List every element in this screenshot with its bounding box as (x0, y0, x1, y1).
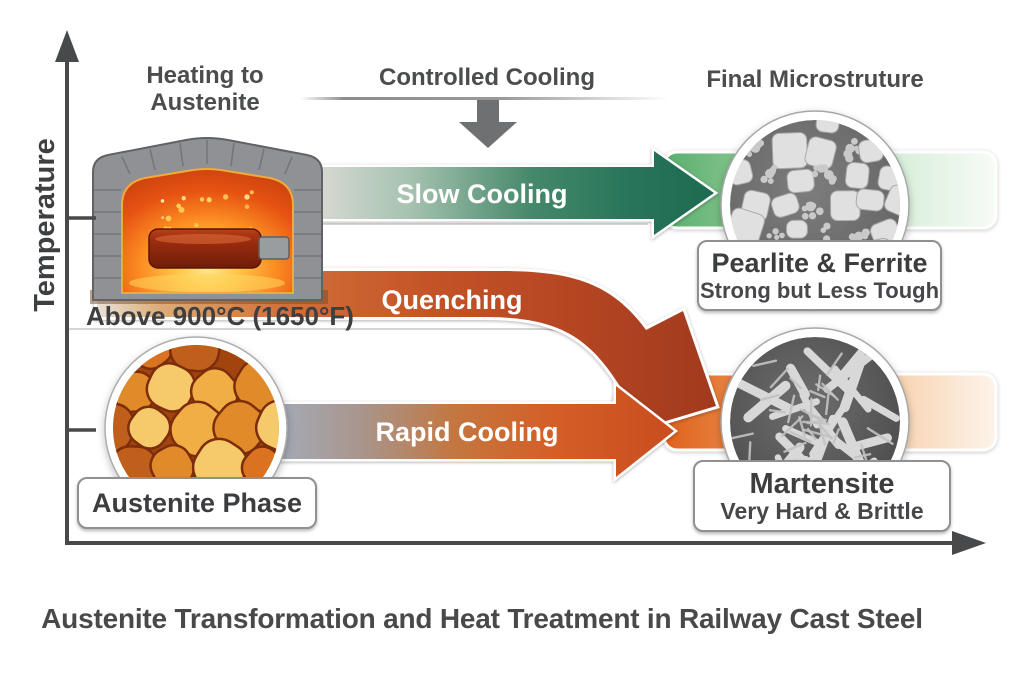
diagram-title: Austenite Transformation and Heat Treatm… (41, 603, 923, 634)
quenching-label: Quenching (382, 285, 523, 315)
furnace-caption: Above 900°C (1650°F) (86, 301, 354, 331)
pearlite-property: Strong but Less Tough (699, 278, 940, 303)
furnace-illustration (90, 137, 328, 304)
controlled-cooling-underline (300, 97, 670, 100)
martensite-label-box: Martensite Very Hard & Brittle (693, 460, 951, 532)
martensite-name: Martensite (749, 467, 895, 500)
billet-pipe (258, 236, 290, 260)
rapid-cooling-label: Rapid Cooling (376, 417, 559, 447)
hearth-glow (129, 274, 285, 292)
slow-cooling-label: Slow Cooling (397, 179, 568, 209)
heading-controlled-cooling: Controlled Cooling (379, 64, 595, 91)
quench-casing-line (67, 328, 595, 352)
slow-cooling-arrow: Slow Cooling (307, 146, 719, 240)
austenite-label-box: Austenite Phase (77, 477, 317, 529)
billet-highlight (155, 234, 251, 244)
martensite-property: Very Hard & Brittle (720, 497, 924, 524)
austenite-micrograph (104, 336, 288, 520)
pearlite-name: Pearlite & Ferrite (711, 248, 928, 278)
axes (55, 30, 986, 555)
pearlite-label-box: Pearlite & Ferrite Strong but Less Tough (697, 240, 942, 311)
down-arrow-icon (459, 100, 517, 148)
austenite-label: Austenite Phase (91, 488, 303, 518)
heading-heating-line2: Austenite (150, 89, 260, 116)
rapid-cooling-arrow: Rapid Cooling (275, 380, 679, 483)
heading-heating-line1: Heating to (146, 62, 264, 89)
y-axis-arrowhead-icon (55, 30, 79, 62)
y-axis-label: Temperature (29, 138, 61, 312)
heading-final-microstructure: Final Microstruture (706, 66, 924, 93)
furnace-brick-joints (94, 140, 321, 279)
x-axis-arrowhead-icon (952, 531, 986, 555)
heading-heating: Heating to Austenite (95, 62, 315, 116)
